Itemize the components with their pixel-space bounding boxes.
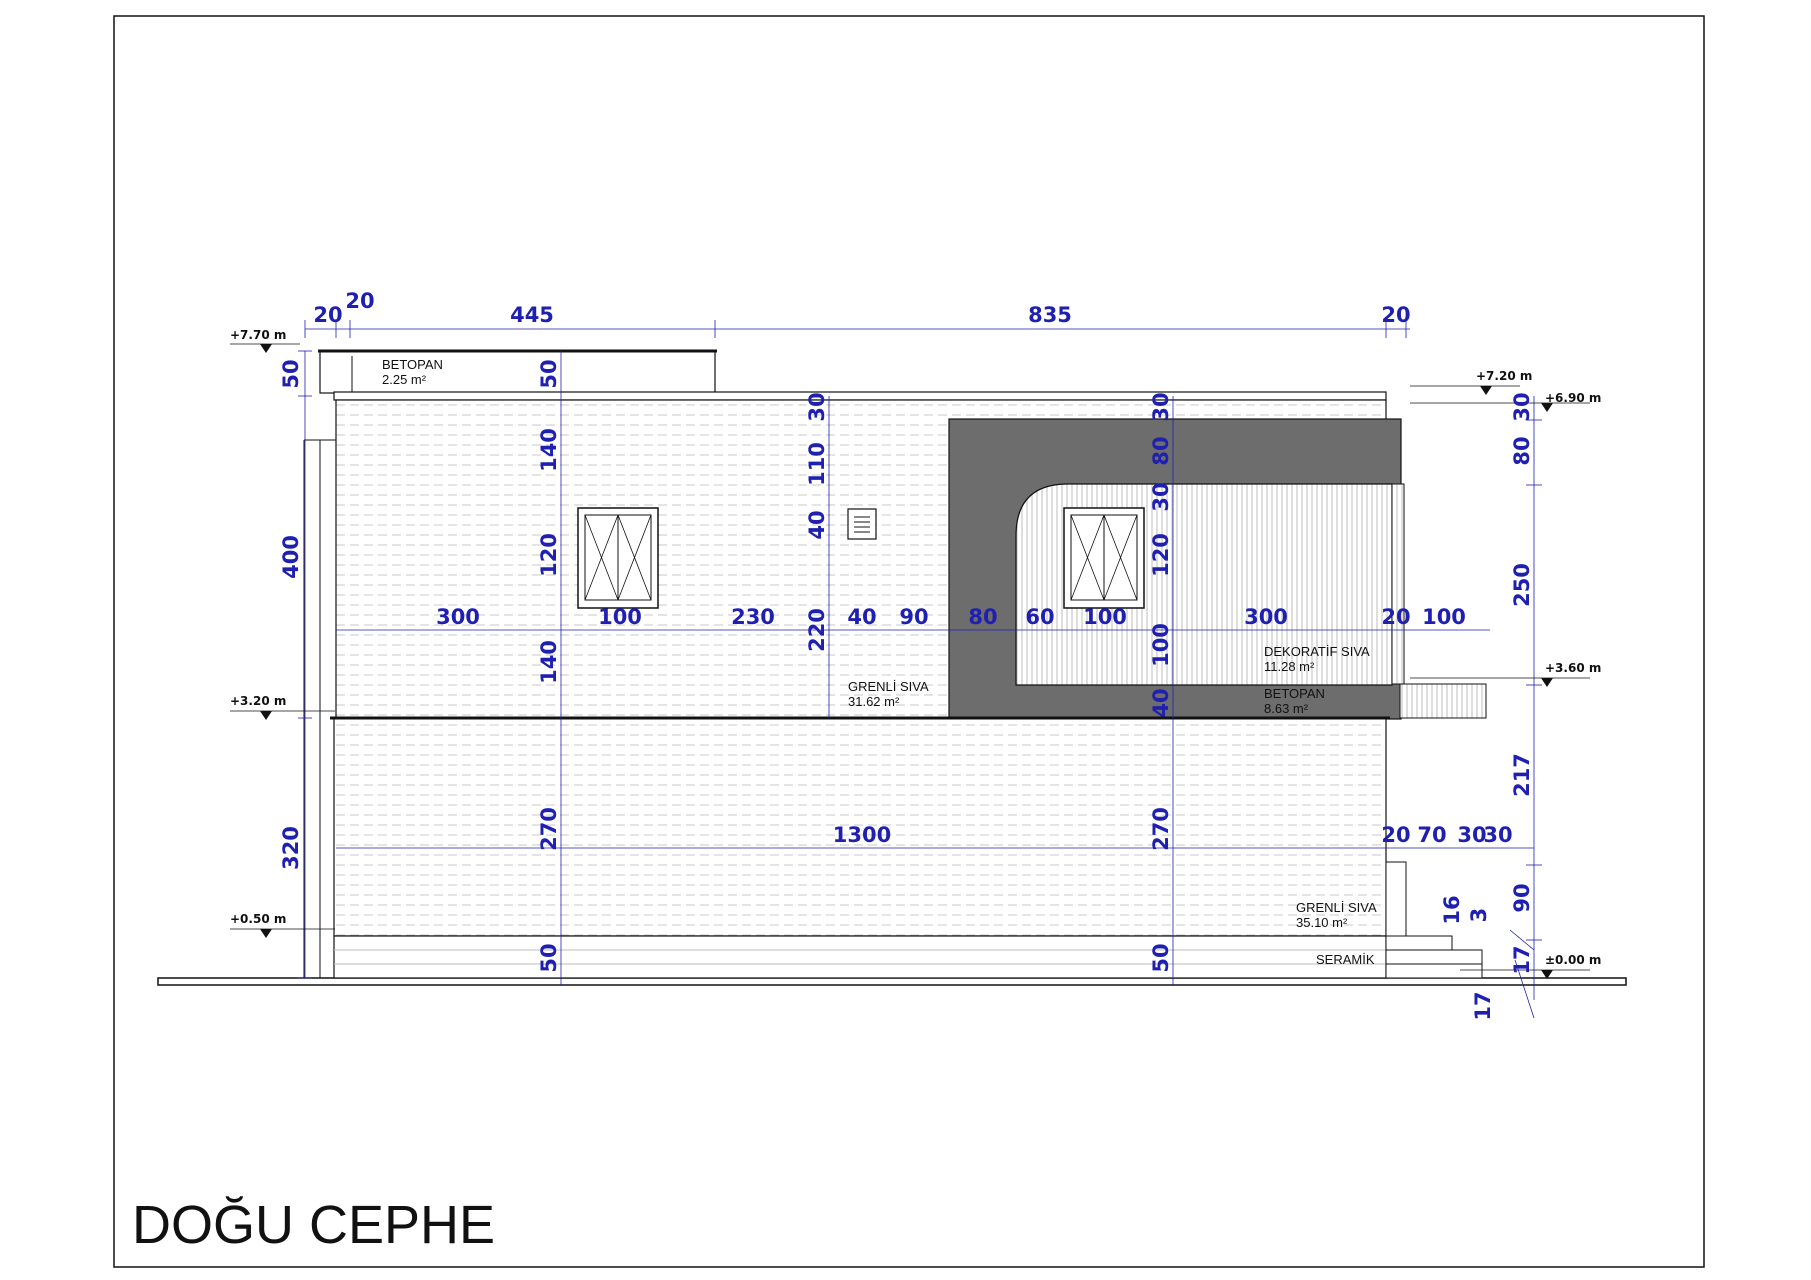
ceramic-base xyxy=(333,935,1387,979)
ground-line xyxy=(157,977,1627,986)
dim-a-5: 270 xyxy=(537,807,561,851)
dim-m-4: 40 xyxy=(847,605,876,629)
dim-c-2: 80 xyxy=(1149,436,1173,465)
dim-a-1: 50 xyxy=(537,359,561,388)
dim-c-6: 40 xyxy=(1149,688,1173,717)
dim-stair-3: 3 xyxy=(1467,908,1491,923)
dim-l-30a: 30 xyxy=(1457,823,1486,847)
material-betopan-roof-area: 2.25 m² xyxy=(382,372,427,387)
dim-m-2: 100 xyxy=(598,605,642,629)
step-1 xyxy=(1385,935,1453,951)
dim-m-5: 90 xyxy=(899,605,928,629)
level-720: +7.20 m xyxy=(1476,369,1532,383)
dim-r-2: 80 xyxy=(1510,436,1534,465)
dim-r-6: 17 xyxy=(1510,945,1534,974)
dim-stair-17: 17 xyxy=(1471,991,1495,1020)
dim-b-3: 40 xyxy=(805,510,829,539)
drawing-title: DOĞU CEPHE xyxy=(132,1195,495,1255)
material-grenli-upper: GRENLİ SIVA xyxy=(848,679,929,694)
level-320: +3.20 m xyxy=(230,694,286,708)
roof-cornice xyxy=(333,391,1387,401)
dim-left-400: 400 xyxy=(279,535,303,579)
dim-l-70: 70 xyxy=(1417,823,1446,847)
dim-top-2: 20 xyxy=(345,289,374,313)
dim-c-8: 50 xyxy=(1149,943,1173,972)
level-000: ±0.00 m xyxy=(1545,953,1601,967)
dim-b-4: 220 xyxy=(805,608,829,652)
balcony-slab xyxy=(1399,683,1487,719)
level-050: +0.50 m xyxy=(230,912,286,926)
window-1 xyxy=(577,507,659,609)
dim-m-3: 230 xyxy=(731,605,775,629)
dim-a-6: 50 xyxy=(537,943,561,972)
dim-b-2: 110 xyxy=(805,442,829,486)
dim-left-50: 50 xyxy=(279,359,303,388)
dim-c-3: 30 xyxy=(1149,482,1173,511)
dim-r-1: 30 xyxy=(1510,392,1534,421)
material-grenli-lower-area: 35.10 m² xyxy=(1296,915,1348,930)
step-3 xyxy=(1385,963,1483,979)
dim-l-30b: 30 xyxy=(1483,823,1512,847)
dim-m-7: 60 xyxy=(1025,605,1054,629)
dim-m-10: 20 xyxy=(1381,605,1410,629)
dim-r-4: 217 xyxy=(1510,753,1534,797)
lower-floor-wall xyxy=(333,717,1387,937)
sheet-frame xyxy=(113,15,1705,1268)
dim-l-1300: 1300 xyxy=(833,823,891,847)
dim-left-320: 320 xyxy=(279,826,303,870)
material-grenli-lower: GRENLİ SIVA xyxy=(1296,900,1377,915)
level-770: +7.70 m xyxy=(230,328,286,342)
material-seramik: SERAMİK xyxy=(1316,952,1375,967)
level-360: +3.60 m xyxy=(1545,661,1601,675)
dim-m-11: 100 xyxy=(1422,605,1466,629)
dim-stair-16: 16 xyxy=(1440,895,1464,924)
dim-m-8: 100 xyxy=(1083,605,1127,629)
material-dekoratif: DEKORATİF SIVA xyxy=(1264,644,1370,659)
dimension-lines xyxy=(298,320,1542,1019)
roof-parapet xyxy=(319,350,716,394)
step-2 xyxy=(1385,949,1483,965)
dim-a-3: 120 xyxy=(537,533,561,577)
level-leaders xyxy=(230,343,1590,971)
dim-b-1: 30 xyxy=(805,392,829,421)
dim-c-7: 270 xyxy=(1149,807,1173,851)
vent-grille xyxy=(847,508,877,540)
window-2 xyxy=(1063,507,1145,609)
material-betopan-frame: BETOPAN xyxy=(1264,686,1325,701)
dim-c-5: 100 xyxy=(1149,623,1173,667)
material-betopan-frame-area: 8.63 m² xyxy=(1264,701,1309,716)
dim-r-3: 250 xyxy=(1510,563,1534,607)
material-betopan-roof: BETOPAN xyxy=(382,357,443,372)
dim-top-835: 835 xyxy=(1028,303,1072,327)
dim-l-20: 20 xyxy=(1381,823,1410,847)
dim-c-4: 120 xyxy=(1149,533,1173,577)
material-grenli-upper-area: 31.62 m² xyxy=(848,694,900,709)
level-690: +6.90 m xyxy=(1545,391,1601,405)
dim-a-4: 140 xyxy=(537,640,561,684)
dim-r-5: 90 xyxy=(1510,883,1534,912)
dim-a-2: 140 xyxy=(537,428,561,472)
balcony-side xyxy=(1391,483,1405,685)
dim-top-1: 20 xyxy=(313,303,342,327)
entry-door-side xyxy=(1385,861,1407,937)
level-markers xyxy=(260,344,1553,979)
dim-top-20-right: 20 xyxy=(1381,303,1410,327)
dim-top-445: 445 xyxy=(510,303,554,327)
dim-m-1: 300 xyxy=(436,605,480,629)
dim-m-6: 80 xyxy=(968,605,997,629)
material-dekoratif-area: 11.28 m² xyxy=(1264,659,1315,674)
dim-c-1: 30 xyxy=(1149,392,1173,421)
dim-m-9: 300 xyxy=(1244,605,1288,629)
